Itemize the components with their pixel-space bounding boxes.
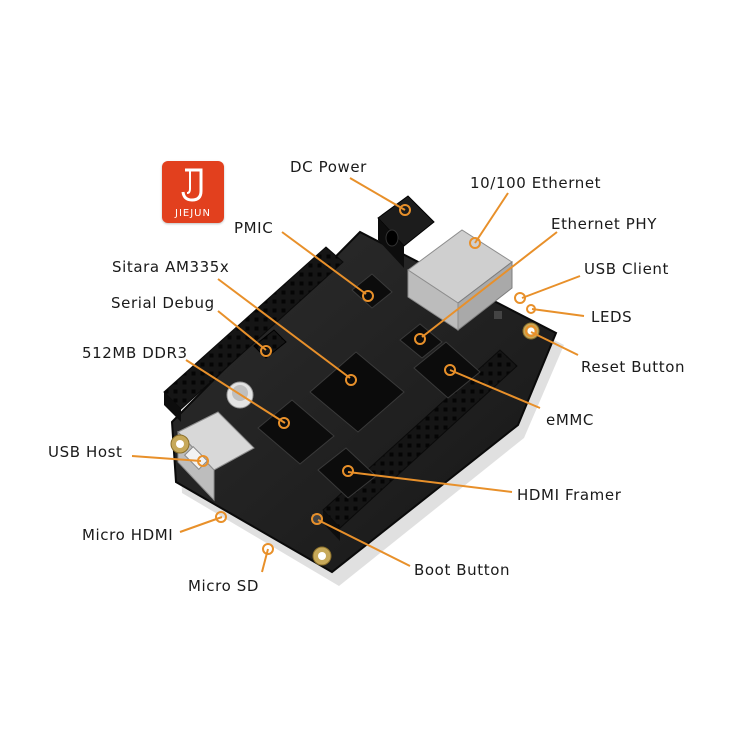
sitara-chip — [309, 351, 405, 433]
pmic-chip — [351, 273, 393, 309]
marker-dc-power — [399, 204, 411, 216]
mounting-hole — [176, 440, 184, 448]
label-reset-button: Reset Button — [581, 358, 685, 376]
marker-boot-button — [311, 513, 323, 525]
marker-emmc — [444, 364, 456, 376]
label-hdmi-framer: HDMI Framer — [517, 486, 622, 504]
leader-usb-host — [131, 455, 202, 462]
label-usb-host: USB Host — [48, 443, 123, 461]
boot-button-part — [312, 514, 321, 523]
reset-button-part — [494, 311, 502, 319]
ddr3-chip — [257, 399, 335, 465]
brand-logo: JIEJUN — [162, 161, 224, 223]
label-boot-button: Boot Button — [414, 561, 510, 579]
label-serial-debug: Serial Debug — [111, 294, 215, 312]
leader-ddr3 — [185, 359, 286, 424]
leader-serial-debug — [217, 310, 267, 351]
marker-reset-button — [525, 325, 537, 337]
ethernet-jack-side — [407, 269, 459, 331]
ethernet-phy-chip — [399, 323, 443, 359]
leader-boot-button — [317, 519, 411, 567]
marker-ethernet — [469, 237, 481, 249]
leader-hdmi-framer — [347, 471, 513, 493]
marker-ethernet-phy — [414, 333, 426, 345]
label-ddr3: 512MB DDR3 — [82, 344, 188, 362]
marker-ddr3 — [278, 417, 290, 429]
marker-usb-client — [514, 292, 526, 304]
leader-ethernet — [474, 192, 509, 244]
mounting-hole — [318, 552, 326, 560]
expansion-header-top-side — [164, 392, 181, 422]
leader-emmc — [449, 369, 541, 409]
leader-usb-client — [521, 275, 581, 299]
leader-leds — [531, 308, 585, 317]
leader-sitara — [217, 278, 351, 379]
label-dc-power: DC Power — [290, 158, 367, 176]
leader-lines — [131, 177, 585, 573]
marker-serial-debug — [260, 345, 272, 357]
leader-ethernet-phy — [421, 231, 558, 338]
leader-reset-button — [530, 331, 579, 356]
brand-logo-text: JIEJUN — [175, 208, 211, 219]
leader-micro-sd — [261, 548, 269, 573]
callout-labels: DC Power 10/100 Ethernet PMIC Ethernet P… — [48, 158, 685, 595]
label-leds: LEDS — [591, 308, 632, 326]
label-ethernet: 10/100 Ethernet — [470, 174, 601, 192]
emmc-chip — [413, 341, 481, 399]
marker-sitara — [345, 374, 357, 386]
leader-markers — [197, 204, 537, 555]
label-micro-sd: Micro SD — [188, 577, 259, 595]
expansion-header-bottom-side — [323, 510, 340, 541]
marker-leds — [526, 304, 536, 314]
label-emmc: eMMC — [546, 411, 594, 429]
marker-micro-sd — [262, 543, 274, 555]
label-micro-hdmi: Micro HDMI — [82, 526, 173, 544]
expansion-header-bottom — [322, 349, 518, 529]
label-ethernet-phy: Ethernet PHY — [551, 215, 657, 233]
ethernet-jack — [407, 229, 513, 332]
leader-pmic — [281, 231, 367, 295]
logo-j-icon — [181, 168, 203, 202]
dc-jack-hole — [385, 229, 399, 247]
leader-dc-power — [349, 177, 406, 211]
marker-hdmi-framer — [342, 465, 354, 477]
label-usb-client: USB Client — [584, 260, 669, 278]
leader-micro-hdmi — [179, 516, 223, 533]
marker-usb-host — [197, 455, 209, 467]
marker-pmic — [362, 290, 374, 302]
label-pmic: PMIC — [234, 219, 273, 237]
marker-micro-hdmi — [215, 511, 227, 523]
beaglebone-board — [163, 195, 564, 586]
dc-power-jack — [377, 195, 435, 268]
label-sitara: Sitara AM335x — [112, 258, 229, 276]
